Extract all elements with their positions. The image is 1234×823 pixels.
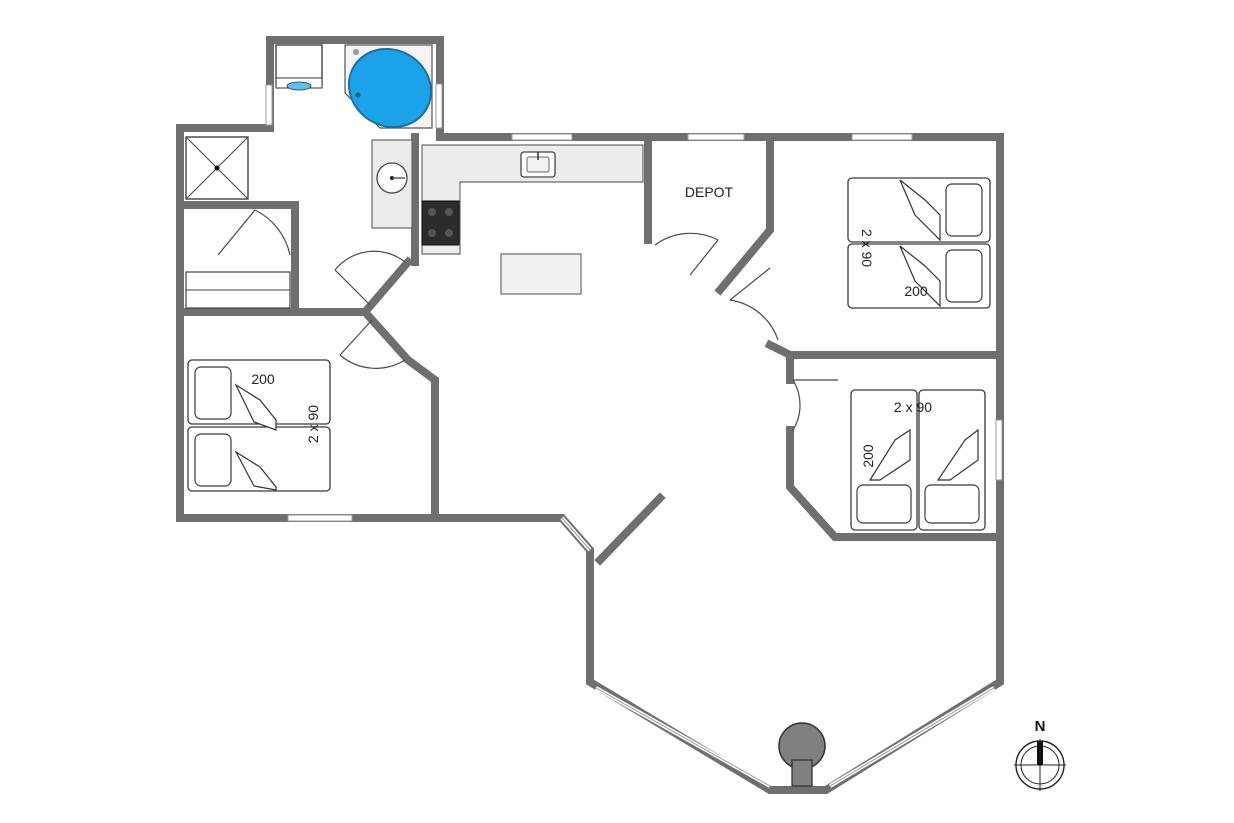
bed-left-length: 200 [251, 371, 275, 387]
shower-icon [185, 136, 249, 200]
bed-left-size: 2 x 90 [305, 405, 321, 443]
kitchen-counter [421, 144, 644, 255]
compass-icon: N [1014, 718, 1066, 791]
outer-walls [176, 36, 1004, 794]
interior-walls [176, 133, 1004, 788]
depot-label: DEPOT [685, 184, 734, 200]
bed-top-right: 2 x 90 200 [847, 177, 991, 309]
bathtub-icon [344, 44, 433, 129]
bed-top-right-size: 2 x 90 [859, 229, 875, 267]
bed-left: 200 2 x 90 [187, 359, 331, 492]
doors [217, 209, 838, 431]
compass-north-label: N [1035, 718, 1046, 735]
bed-bottom-right-length: 200 [860, 444, 876, 468]
bathroom-bench [185, 271, 291, 309]
kitchen-island [500, 253, 582, 295]
bed-bottom-right: 2 x 90 200 [850, 389, 986, 531]
fireplace-icon [778, 722, 826, 787]
sink-icon [371, 139, 413, 229]
stove-icon [421, 200, 460, 246]
bed-top-right-length: 200 [904, 283, 928, 299]
bed-bottom-right-size: 2 x 90 [894, 399, 932, 415]
washing-machine-icon [275, 44, 323, 91]
